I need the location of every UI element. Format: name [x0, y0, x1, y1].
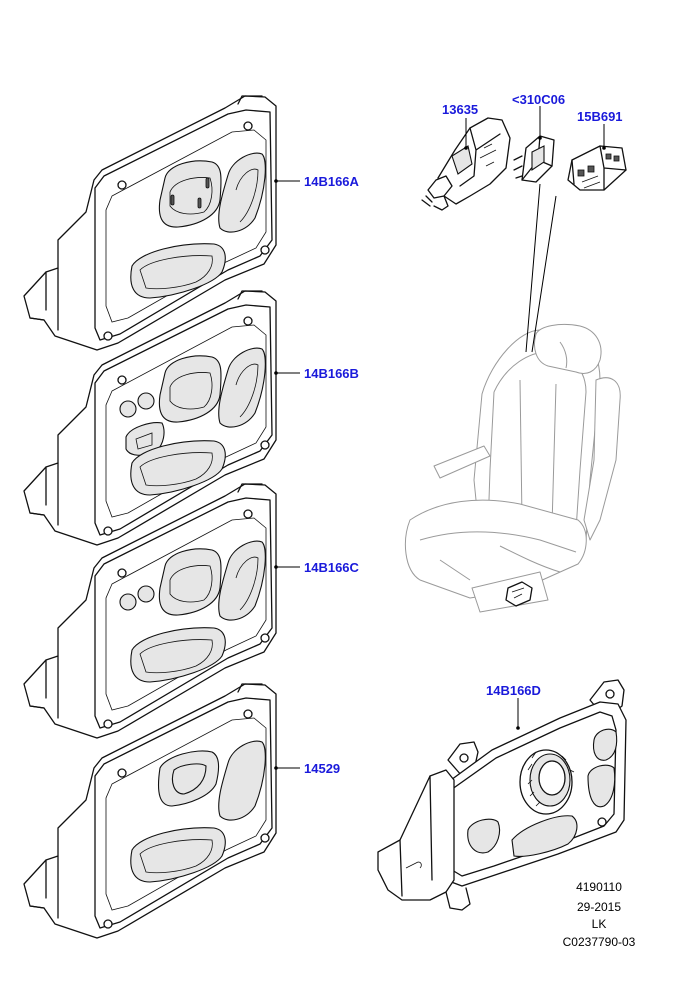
label-14B166C: 14B166C	[304, 560, 360, 575]
switch-13635	[421, 117, 511, 211]
ref-date: 29-2015	[577, 900, 621, 914]
leader-lines	[274, 106, 606, 770]
label-14B166D: 14B166D	[486, 683, 541, 698]
ref-drawing-id: C0237790-03	[563, 935, 636, 949]
reference-block: 4190110 29-2015 LK C0237790-03	[563, 880, 636, 949]
label-14B166B: 14B166B	[304, 366, 359, 381]
label-13635: 13635	[442, 102, 478, 117]
connector-15B691	[567, 145, 627, 191]
label-15B691: 15B691	[577, 109, 623, 124]
label-14529: 14529	[304, 761, 340, 776]
bezel-14B166C	[23, 483, 277, 739]
ref-number: 4190110	[576, 880, 622, 894]
bezel-14529	[23, 683, 277, 939]
switch-310C06	[513, 135, 555, 183]
label-14B166A: 14B166A	[304, 174, 360, 189]
label-310C06: <310C06	[512, 92, 565, 107]
ref-code: LK	[592, 917, 607, 931]
leader-310C06-seat	[525, 183, 557, 353]
switch-pack-14B166D	[377, 679, 627, 911]
bezel-14B166B	[23, 290, 277, 546]
seat-illustration	[404, 323, 621, 613]
